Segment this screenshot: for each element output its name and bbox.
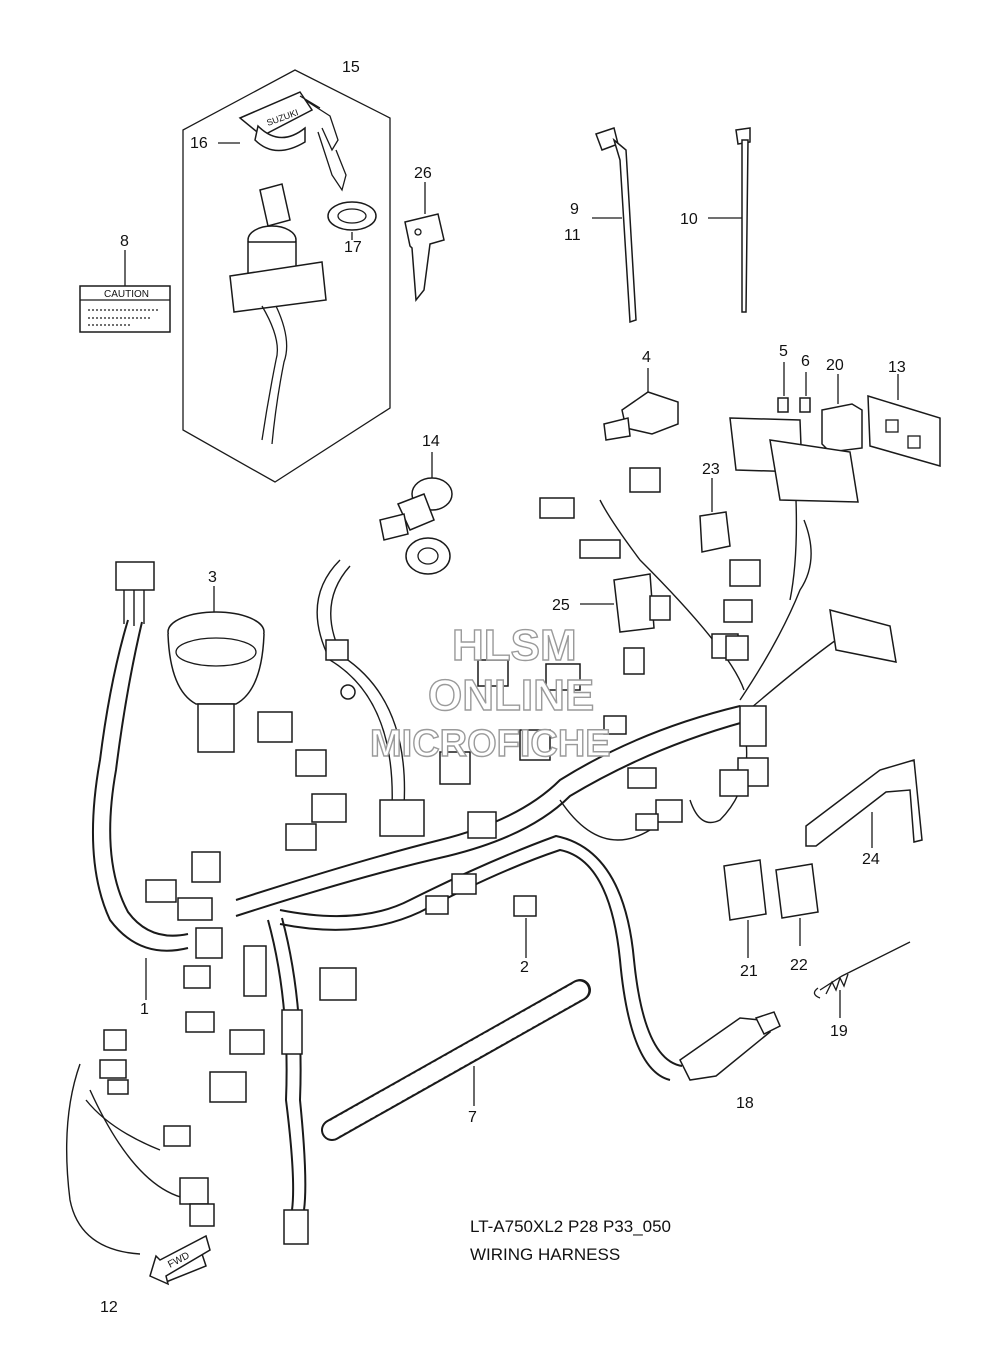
callout-25: 25 bbox=[552, 597, 570, 614]
caution-label-part: CAUTION bbox=[79, 250, 171, 333]
callout-8: 8 bbox=[120, 233, 129, 250]
callout-3: 3 bbox=[208, 569, 217, 586]
caption-code: LT-A750XL2 P28 P33_050 bbox=[470, 1217, 671, 1236]
sensor-18-19 bbox=[679, 941, 911, 1081]
callout-6: 6 bbox=[801, 353, 810, 370]
corrugated-tube-7 bbox=[321, 979, 591, 1141]
callout-21: 21 bbox=[740, 963, 758, 980]
callout-17: 17 bbox=[344, 239, 362, 256]
callout-19: 19 bbox=[830, 1023, 848, 1040]
covers-21-22 bbox=[723, 859, 819, 958]
callout-22: 22 bbox=[790, 957, 808, 974]
connectors-23-25 bbox=[580, 478, 731, 633]
page-number: 12 bbox=[100, 1299, 118, 1316]
caution-text: CAUTION bbox=[104, 289, 149, 300]
callout-7: 7 bbox=[468, 1109, 477, 1126]
key-part bbox=[404, 182, 445, 302]
cable-ties bbox=[592, 127, 751, 324]
caption-title: WIRING HARNESS bbox=[470, 1245, 620, 1264]
callout-24: 24 bbox=[862, 851, 880, 868]
main-harness bbox=[65, 499, 837, 1255]
callout-14: 14 bbox=[422, 433, 440, 450]
diagram-caption: LT-A750XL2 P28 P33_050 WIRING HARNESS bbox=[470, 1217, 671, 1264]
callout-2: 2 bbox=[520, 959, 529, 976]
watermark: HLSM ONLINE MICROFICHE bbox=[369, 620, 611, 765]
watermark-line-1: HLSM bbox=[452, 621, 577, 670]
relay-group bbox=[729, 362, 941, 601]
callout-23: 23 bbox=[702, 461, 720, 478]
callout-9: 9 bbox=[570, 201, 579, 218]
callout-18: 18 bbox=[736, 1095, 754, 1112]
callout-15: 15 bbox=[342, 59, 360, 76]
callout-labels: 1 2 3 4 5 6 7 8 9 11 10 12 13 14 15 16 1… bbox=[100, 59, 906, 1316]
watermark-line-2: ONLINE bbox=[428, 671, 594, 720]
callout-26: 26 bbox=[414, 165, 432, 182]
callout-1: 1 bbox=[140, 1001, 149, 1018]
callout-13: 13 bbox=[888, 359, 906, 376]
callout-5: 5 bbox=[779, 343, 788, 360]
ignition-switch-assembly: SUZUKI bbox=[182, 69, 391, 483]
callout-11: 11 bbox=[564, 227, 581, 244]
connector-4 bbox=[603, 368, 679, 441]
bracket-24 bbox=[805, 759, 923, 848]
part-2-block bbox=[513, 895, 537, 958]
callout-20: 20 bbox=[826, 357, 844, 374]
callout-4: 4 bbox=[642, 349, 651, 366]
watermark-line-3: MICROFICHE bbox=[370, 723, 611, 765]
connector-14 bbox=[379, 452, 453, 575]
callout-16: 16 bbox=[190, 135, 208, 152]
part-3-cap bbox=[167, 586, 265, 753]
callout-10: 10 bbox=[680, 211, 698, 228]
harness-connectors bbox=[99, 467, 897, 1283]
